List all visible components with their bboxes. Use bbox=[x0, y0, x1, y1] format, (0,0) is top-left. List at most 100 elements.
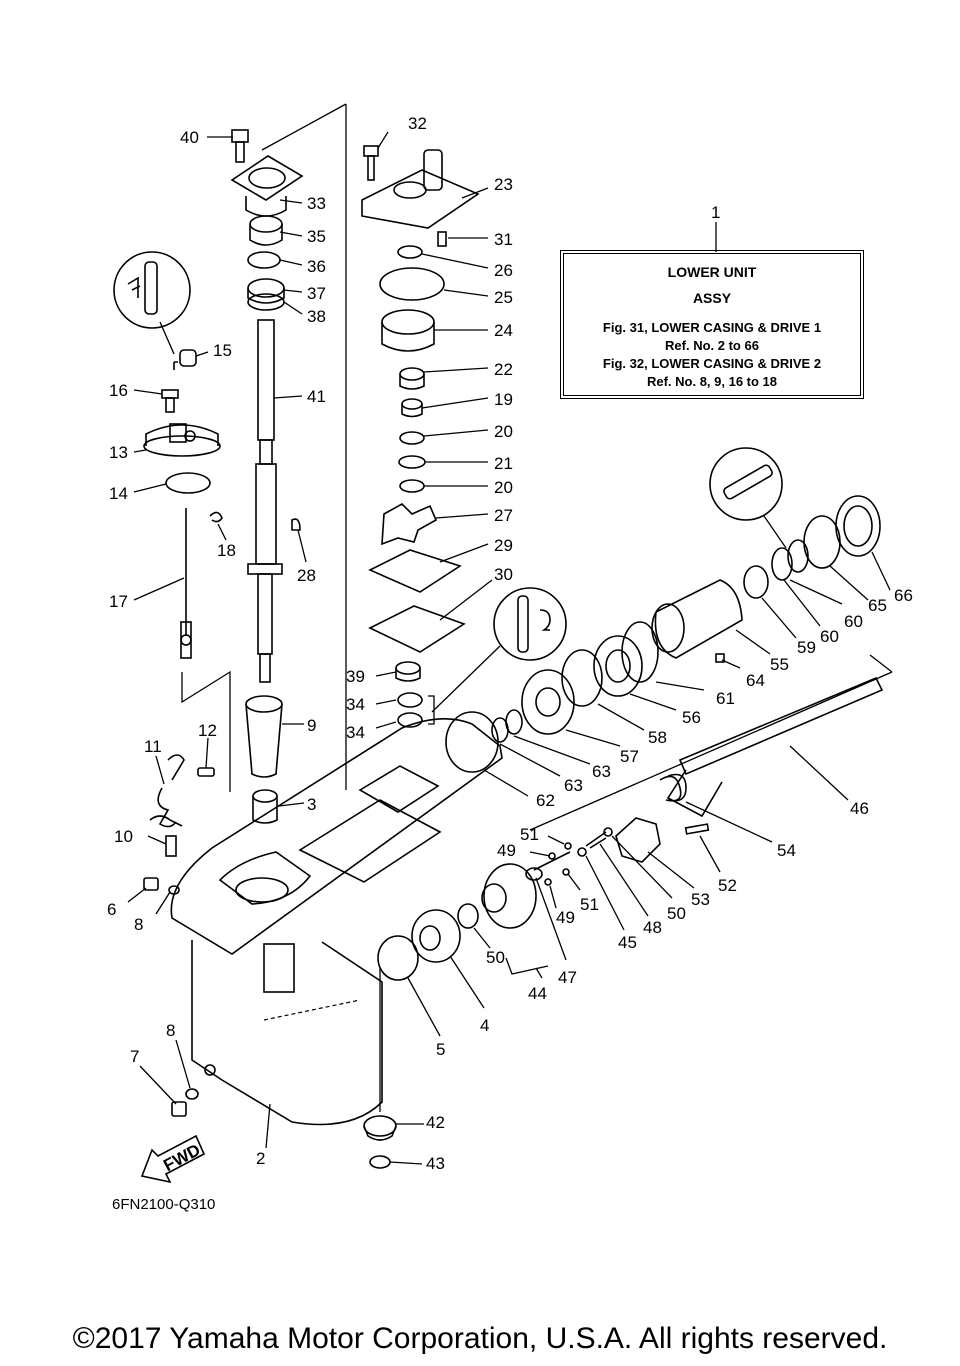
part-10-clip bbox=[149, 815, 183, 827]
part-51-pin-a bbox=[564, 842, 572, 850]
part-number-label: 50 bbox=[486, 948, 505, 967]
part-number-label: 15 bbox=[213, 341, 232, 360]
part-14-o-ring bbox=[165, 472, 211, 494]
part-15-bushing bbox=[173, 349, 197, 370]
part-number-label: 56 bbox=[682, 708, 701, 727]
part-number-label: 53 bbox=[691, 890, 710, 909]
part-54-spring bbox=[659, 773, 687, 802]
part-48-spring bbox=[585, 831, 607, 849]
part-number-label: 43 bbox=[426, 1154, 445, 1173]
part-number-label: 57 bbox=[620, 747, 639, 766]
part-number-label: 20 bbox=[494, 422, 513, 441]
part-number-label: 35 bbox=[307, 227, 326, 246]
part-49-ball-b bbox=[544, 878, 552, 886]
fig31-refs: Ref. No. 2 to 66 bbox=[665, 338, 759, 353]
part-58-shim bbox=[561, 649, 603, 707]
part-63-shim-b bbox=[505, 709, 523, 735]
part-47-shift-plunger bbox=[525, 851, 571, 881]
part-22-seal bbox=[399, 367, 425, 390]
assembly-title: LOWER UNIT bbox=[667, 264, 757, 280]
part-64-key bbox=[715, 653, 725, 663]
shift-rod-magnifier bbox=[113, 251, 191, 355]
part-number-label: 5 bbox=[436, 1040, 445, 1059]
part-number-label: 45 bbox=[618, 933, 637, 952]
part-number-label: 16 bbox=[109, 381, 128, 400]
part-8-washer-a bbox=[168, 885, 180, 895]
part-number-label: 47 bbox=[558, 968, 577, 987]
part-9-sleeve bbox=[245, 695, 283, 778]
part-number-label: 26 bbox=[494, 261, 513, 280]
part-number-label: 41 bbox=[307, 387, 326, 406]
part-number-label: 58 bbox=[648, 728, 667, 747]
part-19-collar bbox=[401, 398, 423, 418]
part-number-label: 24 bbox=[494, 321, 513, 340]
part-number-label: 38 bbox=[307, 307, 326, 326]
part-32-bolt bbox=[363, 145, 379, 181]
part-number-label: 37 bbox=[307, 284, 326, 303]
part-number-label: 6 bbox=[107, 900, 116, 919]
part-37-seal bbox=[247, 278, 285, 304]
part-18-clip bbox=[209, 511, 223, 523]
part-56-ball-bearing bbox=[593, 635, 643, 697]
part-60-seal-a bbox=[771, 547, 793, 581]
part-44-forward-gear bbox=[481, 863, 537, 929]
part-number-label: 10 bbox=[114, 827, 133, 846]
part-34-seal-b bbox=[397, 712, 423, 728]
part-number-label: 49 bbox=[497, 841, 516, 860]
part-number-label: 48 bbox=[643, 918, 662, 937]
part-number-label: 63 bbox=[564, 776, 583, 795]
part-52-pin bbox=[684, 823, 710, 835]
ref-number-1: 1 bbox=[711, 203, 720, 222]
part-number-label: 8 bbox=[134, 915, 143, 934]
part-39-seal bbox=[395, 661, 421, 682]
part-3-bearing bbox=[252, 789, 278, 824]
part-42-pinion-gear bbox=[363, 1115, 397, 1141]
fwd-arrow-icon: FWD bbox=[140, 1134, 206, 1184]
part-29-plate bbox=[368, 549, 462, 593]
part-41-drive-shaft bbox=[247, 319, 283, 683]
seal-magnifier bbox=[431, 587, 567, 713]
part-31-dowel-pin bbox=[437, 231, 447, 247]
part-number-label: 22 bbox=[494, 360, 513, 379]
copyright-notice: ©2017 Yamaha Motor Corporation, U.S.A. A… bbox=[72, 1322, 888, 1355]
part-number-label: 23 bbox=[494, 175, 513, 194]
part-65-washer bbox=[803, 515, 841, 569]
part-number-label: 63 bbox=[592, 762, 611, 781]
part-2-lower-casing bbox=[170, 718, 503, 1126]
part-26-o-ring bbox=[397, 245, 423, 259]
part-number-labels: 40 32 33 23 35 31 36 26 37 25 38 24 15 4… bbox=[107, 114, 913, 1173]
part-number-label: 31 bbox=[494, 230, 513, 249]
part-number-label: 17 bbox=[109, 592, 128, 611]
part-number-label: 28 bbox=[297, 566, 316, 585]
part-number-label: 25 bbox=[494, 288, 513, 307]
part-number-label: 36 bbox=[307, 257, 326, 276]
part-number-label: 3 bbox=[307, 795, 316, 814]
part-28-key bbox=[291, 518, 301, 531]
part-40-bolt bbox=[231, 129, 249, 163]
part-11-link bbox=[167, 754, 185, 781]
part-number-label: 55 bbox=[770, 655, 789, 674]
fig32-refs: Ref. No. 8, 9, 16 to 18 bbox=[646, 374, 778, 389]
part-17-shift-rod bbox=[180, 508, 192, 659]
part-number-label: 51 bbox=[520, 825, 539, 844]
part-61-o-ring bbox=[621, 621, 659, 683]
part-number-label: 33 bbox=[307, 194, 326, 213]
fig32-label: Fig. 32, LOWER CASING & DRIVE 2 bbox=[602, 356, 822, 371]
part-number-label: 18 bbox=[217, 541, 236, 560]
part-4-tapered-bearing bbox=[411, 909, 461, 963]
part-number-label: 30 bbox=[494, 565, 513, 584]
part-51-pin-b bbox=[562, 868, 570, 876]
part-50-ball-b bbox=[603, 827, 613, 837]
part-46-propeller-shaft bbox=[666, 676, 884, 818]
part-62-shim bbox=[445, 711, 499, 773]
part-number-label: 2 bbox=[256, 1149, 265, 1168]
part-number-label: 34 bbox=[346, 695, 365, 714]
part-12-pin bbox=[197, 767, 215, 777]
part-7-plug bbox=[171, 1101, 187, 1117]
part-number-label: 66 bbox=[894, 586, 913, 605]
part-number-label: 34 bbox=[346, 723, 365, 742]
part-13-shift-rod-housing bbox=[143, 423, 221, 457]
part-27-impeller bbox=[381, 503, 438, 546]
part-number-label: 42 bbox=[426, 1113, 445, 1132]
